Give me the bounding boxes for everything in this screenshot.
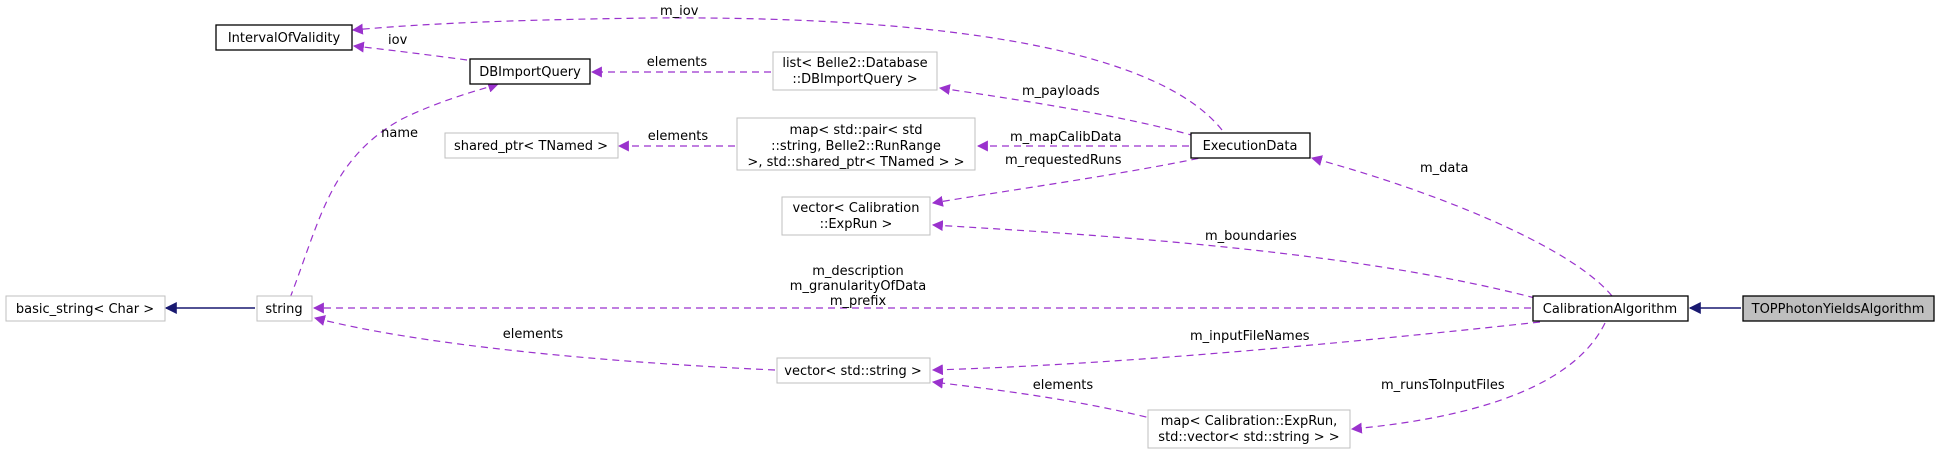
node-label: IntervalOfValidity	[228, 31, 341, 46]
edge-label-name: name	[381, 126, 418, 141]
node-top-photon-yields-algorithm[interactable]: TOPPhotonYieldsAlgorithm	[1742, 295, 1935, 322]
edge-name	[289, 81, 500, 299]
node-label: string	[265, 302, 302, 317]
edge-m-runstoinputfiles	[1350, 322, 1606, 434]
node-label: CalibrationAlgorithm	[1543, 302, 1677, 317]
node-label: map< std::pair< std	[789, 123, 922, 138]
edge-label-m-data: m_data	[1420, 161, 1468, 176]
node-calibration-algorithm[interactable]: CalibrationAlgorithm	[1532, 295, 1689, 322]
edge-label-elements-vecstr: elements	[503, 327, 564, 342]
node-vector-exprun[interactable]: vector< Calibration ::ExpRun >	[781, 196, 931, 236]
edge-m-boundaries	[931, 220, 1536, 299]
edge-m-payloads	[938, 84, 1196, 137]
edge-label-m-payloads: m_payloads	[1022, 84, 1100, 99]
node-basic-string[interactable]: basic_string< Char >	[5, 295, 166, 322]
node-label: ::string, Belle2::RunRange	[771, 139, 941, 154]
edge-label-elements-map: elements	[1033, 378, 1094, 393]
node-label: ::ExpRun >	[820, 217, 893, 232]
node-label: vector< std::string >	[784, 364, 921, 379]
edge-iov	[352, 41, 468, 61]
node-label: list< Belle2::Database	[782, 56, 927, 71]
edge-label-elements-list: elements	[647, 55, 708, 70]
edge-label-m-runstoinputfiles: m_runsToInputFiles	[1381, 378, 1505, 393]
edge-label-m-boundaries: m_boundaries	[1205, 229, 1297, 244]
node-label: >, std::shared_ptr< TNamed > >	[747, 155, 964, 170]
edge-label-m-granularityofdata: m_granularityOfData	[790, 279, 926, 294]
node-label: std::vector< std::string > >	[1158, 430, 1339, 445]
node-label: ExecutionData	[1203, 139, 1298, 154]
edge-elements-map	[931, 377, 1159, 421]
edge-label-m-prefix: m_prefix	[830, 294, 887, 309]
node-label: vector< Calibration	[793, 201, 920, 216]
edge-m-requestedruns	[931, 155, 1211, 207]
node-list-db-import-query[interactable]: list< Belle2::Database ::DBImportQuery >	[772, 51, 938, 91]
node-vector-string[interactable]: vector< std::string >	[776, 357, 931, 384]
edge-m-inputfilenames	[931, 321, 1541, 376]
edge-label-m-requestedruns: m_requestedRuns	[1005, 153, 1122, 168]
node-interval-of-validity[interactable]: IntervalOfValidity	[215, 24, 353, 51]
edge-label-elements-shared: elements	[648, 129, 709, 144]
node-label: map< Calibration::ExpRun,	[1161, 414, 1338, 429]
node-db-import-query[interactable]: DBImportQuery	[469, 58, 591, 85]
node-label: basic_string< Char >	[16, 302, 154, 317]
edge-m-iov	[351, 17, 1223, 131]
edges: m_iov iov elements m_payloads name eleme…	[164, 4, 1741, 434]
node-label: DBImportQuery	[479, 65, 581, 80]
edge-label-m-description: m_description	[812, 264, 903, 279]
edge-label-m-iov: m_iov	[660, 4, 699, 19]
edge-label-iov: iov	[388, 33, 408, 48]
node-label: ::DBImportQuery >	[792, 72, 917, 87]
node-shared-ptr-tnamed[interactable]: shared_ptr< TNamed >	[444, 132, 619, 159]
edge-m-data	[1310, 155, 1613, 297]
node-label: shared_ptr< TNamed >	[454, 139, 608, 154]
node-string[interactable]: string	[256, 295, 313, 322]
node-map-runs-to-input-files[interactable]: map< Calibration::ExpRun, std::vector< s…	[1147, 409, 1351, 449]
node-label: TOPPhotonYieldsAlgorithm	[1751, 302, 1925, 317]
node-map-calib-data[interactable]: map< std::pair< std ::string, Belle2::Ru…	[736, 117, 976, 171]
edge-label-m-mapcalibdata: m_mapCalibData	[1010, 130, 1122, 145]
edge-elements-vecstr	[313, 315, 776, 371]
node-execution-data[interactable]: ExecutionData	[1190, 132, 1311, 159]
edge-label-m-inputfilenames: m_inputFileNames	[1190, 329, 1310, 344]
nodes: IntervalOfValidity DBImportQuery list< B…	[5, 24, 1935, 449]
